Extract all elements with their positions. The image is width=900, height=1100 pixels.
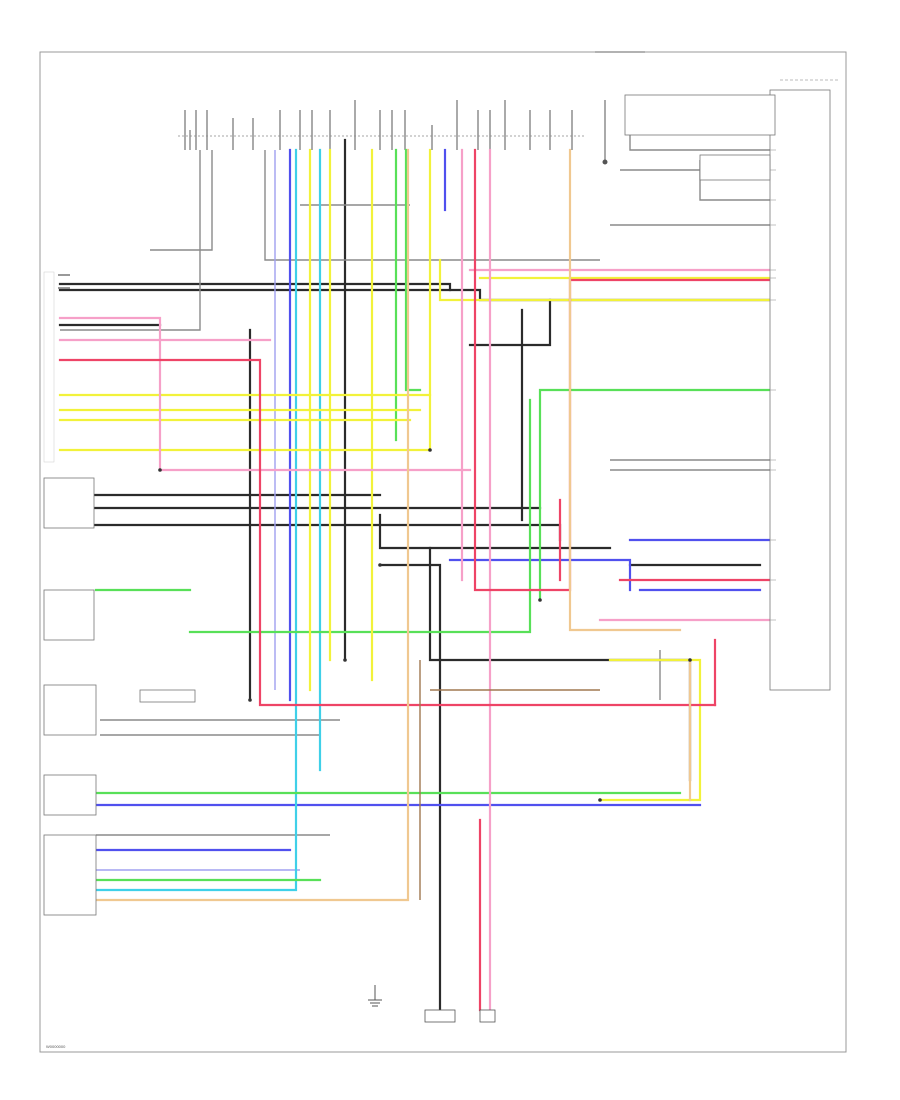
component-box-right: [769, 89, 831, 691]
bottom-connector: [424, 1009, 496, 1023]
component-box-left-3: [43, 684, 97, 736]
component-box-relay: [699, 154, 771, 181]
wires-violet: [96, 150, 300, 871]
left-side-labels: [43, 271, 70, 463]
page-code: W0000000: [46, 1044, 66, 1049]
wires-gray: [60, 100, 770, 836]
wires-green: [94, 148, 772, 882]
component-box-top-right: [624, 94, 776, 136]
top-connector-pins: [184, 100, 573, 150]
diagram-frame: [39, 51, 847, 1053]
wires-orange: [94, 148, 692, 902]
splice-points: [158, 448, 692, 802]
wires-light-blue: [94, 148, 322, 892]
component-box-left-1: [43, 477, 95, 529]
wires-blue: [94, 148, 772, 852]
component-box-small-left: [139, 689, 196, 703]
right-connector-pins: [770, 149, 776, 621]
component-box-left-5: [43, 834, 97, 916]
wires-yellow: [58, 148, 772, 802]
component-box-left-4: [43, 774, 97, 816]
wires-brown: [419, 660, 600, 900]
component-box-left-2: [43, 589, 95, 641]
ground-icon: [368, 985, 382, 1007]
wires-pink: [58, 148, 772, 1012]
antenna-icon: [602, 100, 608, 165]
